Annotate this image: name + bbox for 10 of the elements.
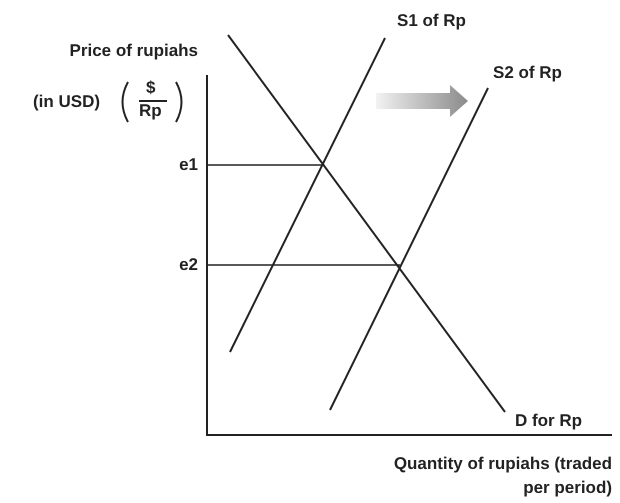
price-label: e1 xyxy=(179,154,198,175)
axis-title: (in USD) xyxy=(33,91,100,112)
curve-label: D for Rp xyxy=(515,410,582,431)
axis-title: Price of rupiahs xyxy=(70,40,198,61)
curve-label: S1 of Rp xyxy=(397,10,466,31)
fraction-numerator: $ xyxy=(146,77,156,98)
fraction-denominator: Rp xyxy=(139,100,162,121)
price-label: e2 xyxy=(179,254,198,275)
curve-label: S2 of Rp xyxy=(493,62,562,83)
axis-title: Quantity of rupiahs (traded per period) xyxy=(392,453,612,499)
